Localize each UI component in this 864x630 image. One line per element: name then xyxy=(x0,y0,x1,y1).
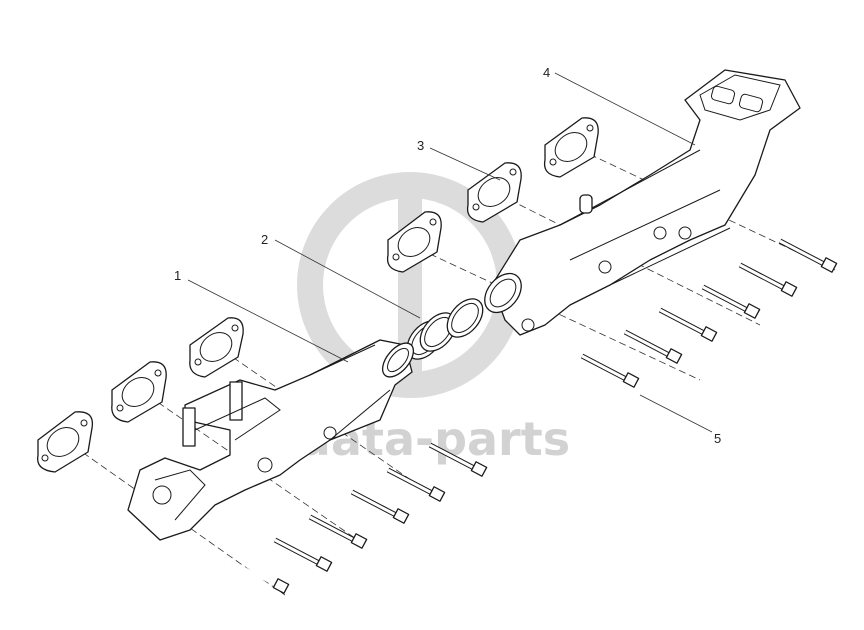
bolt xyxy=(350,489,410,524)
gasket-2 xyxy=(111,361,167,423)
callout-5: 5 xyxy=(714,431,721,446)
callout-3: 3 xyxy=(417,138,424,153)
front-exhaust-manifold xyxy=(127,339,415,541)
bolt xyxy=(231,560,290,594)
gasket-6 xyxy=(543,117,599,178)
callouts: 1 2 3 4 5 xyxy=(174,65,721,446)
bolt xyxy=(308,514,368,549)
callout-2: 2 xyxy=(261,232,268,247)
bolt xyxy=(623,329,683,364)
gasket-5 xyxy=(466,162,522,223)
callout-4: 4 xyxy=(543,65,550,80)
gasket-1 xyxy=(36,411,94,473)
gasket-3-left xyxy=(189,317,244,378)
bolt xyxy=(428,442,488,477)
bolt xyxy=(580,353,640,388)
rear-exhaust-manifold xyxy=(484,69,801,336)
gasket-4 xyxy=(386,211,442,273)
bolt xyxy=(273,537,333,572)
bolts xyxy=(231,238,838,594)
bolt xyxy=(658,307,718,342)
bolt xyxy=(778,238,838,273)
callout-1: 1 xyxy=(174,268,181,283)
bolt xyxy=(386,467,446,502)
bolt xyxy=(701,284,761,319)
bolt xyxy=(738,262,798,297)
leader-lines xyxy=(187,72,713,433)
